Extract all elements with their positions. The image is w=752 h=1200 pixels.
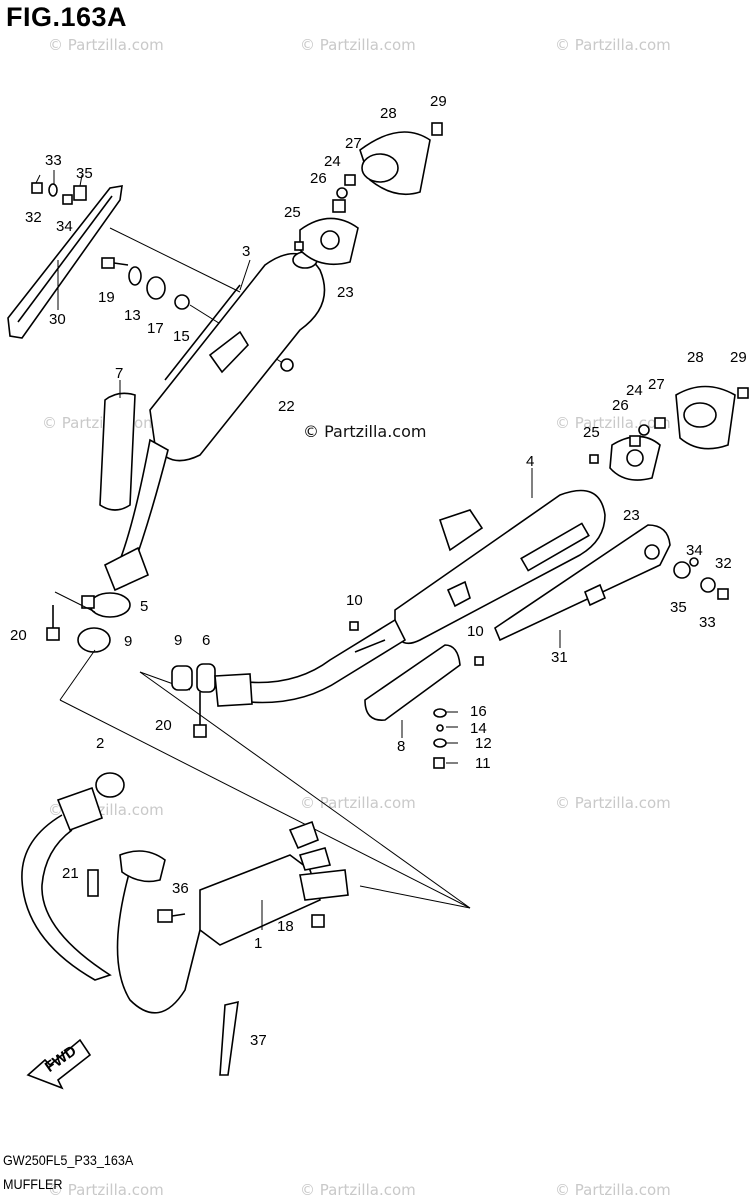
callout: 14 — [470, 720, 487, 737]
callout: 22 — [278, 398, 295, 415]
callout: 32 — [715, 555, 732, 572]
sensor-36 — [157, 909, 186, 923]
callout: 2 — [96, 735, 104, 752]
callout: 32 — [25, 209, 42, 226]
callout: 34 — [56, 218, 73, 235]
callout: 25 — [583, 424, 600, 441]
callout: 18 — [277, 918, 294, 935]
clamp-37 — [219, 1000, 239, 1076]
callout: 5 — [140, 598, 148, 615]
callout: 37 — [250, 1032, 267, 1049]
callout: 9 — [124, 633, 132, 650]
callout: 7 — [115, 365, 123, 382]
callout: 8 — [397, 738, 405, 755]
muffler-4 — [214, 468, 606, 707]
watermark: © Partzilla.com — [42, 414, 158, 432]
watermark: © Partzilla.com — [48, 36, 164, 54]
watermark: © Partzilla.com — [300, 36, 416, 54]
callout: 13 — [124, 307, 141, 324]
callout: 36 — [172, 880, 189, 897]
end-cap-top — [294, 122, 443, 266]
exhaust-pipe-1 — [21, 772, 349, 1014]
callout: 12 — [475, 735, 492, 752]
callout: 25 — [284, 204, 301, 221]
watermark: © Partzilla.com — [555, 794, 671, 812]
callout: 35 — [670, 599, 687, 616]
bolt-19-washers — [101, 257, 294, 372]
callout: 10 — [467, 623, 484, 640]
muffler-3 — [103, 251, 326, 592]
callout: 3 — [242, 243, 250, 260]
callout: 10 — [346, 592, 363, 609]
callout: 26 — [310, 170, 327, 187]
callout: 28 — [380, 105, 397, 122]
alignment-lines-mid — [54, 591, 471, 909]
callout: 33 — [699, 614, 716, 631]
callout: 19 — [98, 289, 115, 306]
figure-code: GW250FL5_P33_163A — [3, 1152, 134, 1168]
callout-labels: 1 2 3 4 5 6 7 8 9 9 10 10 11 12 13 14 15… — [10, 93, 747, 1049]
callout: 11 — [475, 755, 491, 772]
callout: 15 — [173, 328, 190, 345]
watermark: © Partzilla.com — [555, 414, 671, 432]
callout: 28 — [687, 349, 704, 366]
callout: 29 — [730, 349, 747, 366]
heat-shield-31 — [494, 524, 671, 648]
callout: 34 — [686, 542, 703, 559]
watermark-center: © Partzilla.com — [303, 422, 426, 441]
callout: 1 — [254, 935, 262, 952]
callout: 17 — [147, 320, 164, 337]
watermark: © Partzilla.com — [555, 1181, 671, 1199]
bolt-20-left — [46, 605, 60, 641]
callout: 4 — [526, 453, 534, 470]
callout: 27 — [648, 376, 665, 393]
gasket-9-clamp-6 — [171, 663, 216, 738]
hardware-11-16 — [433, 708, 458, 769]
callout: 33 — [45, 152, 62, 169]
figure-title: FIG.163A — [6, 2, 128, 32]
watermark: © Partzilla.com — [300, 1181, 416, 1199]
heat-shield-30 — [7, 185, 123, 339]
watermark: © Partzilla.com — [300, 794, 416, 812]
nut-10 — [349, 621, 484, 666]
callout: 27 — [345, 135, 362, 152]
callout: 31 — [551, 649, 568, 666]
figure-name: MUFFLER — [3, 1176, 63, 1192]
gasket-9-left — [77, 627, 111, 653]
watermark: © Partzilla.com — [555, 36, 671, 54]
fwd-arrow: FWD — [26, 1038, 92, 1090]
watermark: © Partzilla.com — [48, 1181, 164, 1199]
callout: 21 — [62, 865, 79, 882]
callout: 23 — [623, 507, 640, 524]
callout: 20 — [155, 717, 172, 734]
callout: 23 — [337, 284, 354, 301]
callout: 35 — [76, 165, 93, 182]
hardware-32-35 — [31, 170, 87, 205]
callout: 24 — [626, 382, 643, 399]
callout: 6 — [202, 632, 210, 649]
callout: 30 — [49, 311, 66, 328]
end-cap-right — [589, 385, 749, 481]
clamp-5 — [81, 592, 131, 618]
callout: 16 — [470, 703, 487, 720]
callout: 24 — [324, 153, 341, 170]
hardware-right-32-35 — [673, 557, 729, 600]
callout: 9 — [174, 632, 182, 649]
watermarks: © Partzilla.com © Partzilla.com © Partzi… — [42, 36, 671, 1199]
callout: 20 — [10, 627, 27, 644]
callout: 26 — [612, 397, 629, 414]
callout: 29 — [430, 93, 447, 110]
cover-8 — [364, 644, 461, 738]
cover-7 — [99, 380, 136, 511]
bolt-21 — [87, 869, 99, 897]
